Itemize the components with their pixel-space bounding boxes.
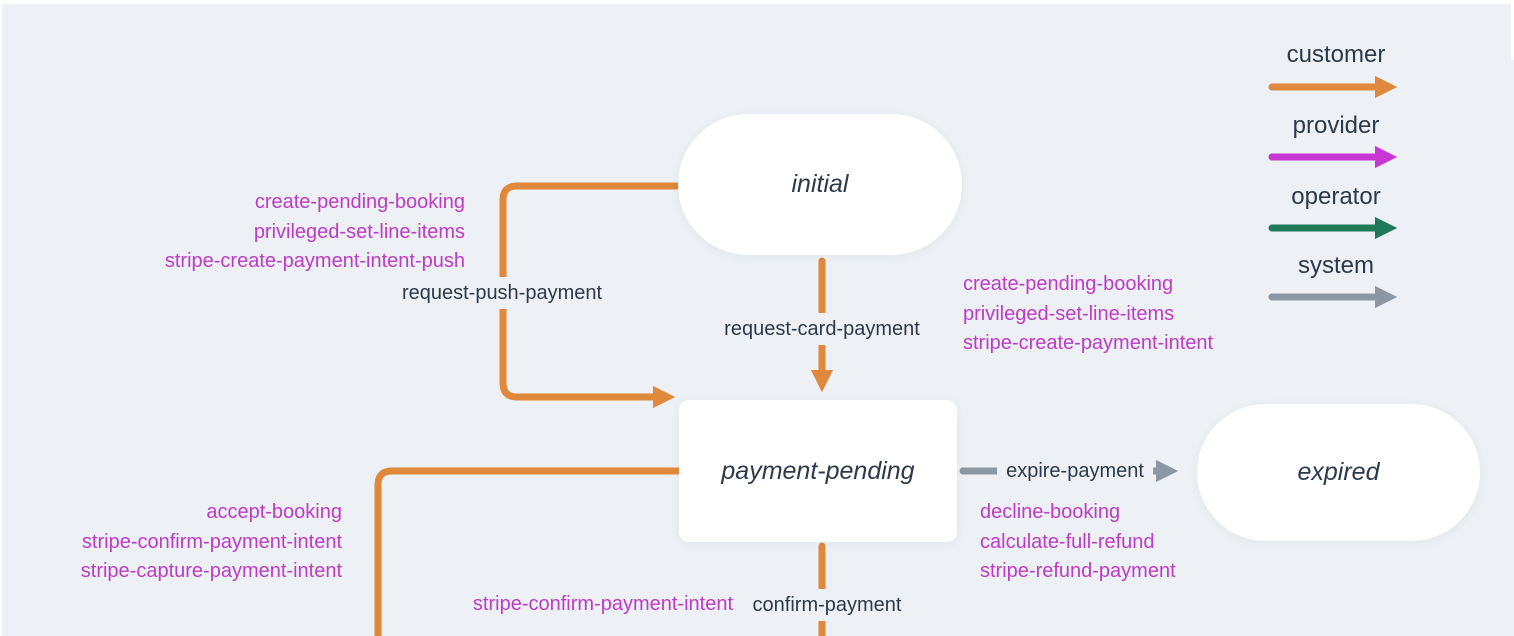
- state-label-payment-pending: payment-pending: [721, 456, 915, 485]
- state-node-initial: initial: [678, 114, 962, 255]
- arrow-accept-booking: [374, 467, 683, 636]
- state-label-expired: expired: [1297, 458, 1380, 486]
- transition-label-expire-payment: expire-payment: [997, 455, 1153, 487]
- action-list-expire-payment: decline-booking calculate-full-refund st…: [980, 498, 1176, 587]
- action-label: stripe-refund-payment: [980, 560, 1176, 582]
- legend-label-customer: customer: [1286, 41, 1386, 68]
- transition-label-request-card-payment: request-card-payment: [715, 313, 929, 345]
- action-label: decline-booking: [980, 501, 1121, 523]
- action-label: create-pending-booking: [963, 273, 1174, 295]
- action-label: stripe-create-payment-intent-push: [164, 250, 465, 272]
- action-label: accept-booking: [206, 501, 342, 523]
- action-list-accept-booking: accept-booking stripe-confirm-payment-in…: [81, 498, 342, 587]
- transition-label-request-push-payment: request-push-payment: [392, 277, 612, 309]
- action-label: privileged-set-line-items: [963, 302, 1175, 325]
- action-label: privileged-set-line-items: [253, 220, 465, 243]
- legend-label-system: system: [1297, 252, 1374, 279]
- page-edge-top: [0, 0, 1514, 4]
- legend-label-provider: provider: [1292, 112, 1380, 139]
- action-label: create-pending-booking: [254, 191, 465, 213]
- legend-label-operator: operator: [1291, 183, 1381, 210]
- action-label: stripe-confirm-payment-intent: [81, 530, 342, 553]
- page-edge-right: [1511, 0, 1514, 60]
- action-label: stripe-capture-payment-intent: [80, 560, 342, 582]
- page-edge-left: [0, 0, 2, 636]
- transition-label-confirm-payment: confirm-payment: [743, 589, 911, 621]
- state-node-expired: expired: [1197, 404, 1480, 541]
- state-label-initial: initial: [791, 170, 849, 198]
- action-list-confirm-payment: stripe-confirm-payment-intent: [472, 593, 733, 615]
- state-node-payment-pending: payment-pending: [679, 400, 957, 542]
- action-label: calculate-full-refund: [980, 530, 1155, 553]
- action-list-request-card-payment: create-pending-booking privileged-set-li…: [963, 270, 1213, 359]
- action-list-request-push-payment: create-pending-booking privileged-set-li…: [165, 188, 465, 277]
- action-label: stripe-create-payment-intent: [963, 332, 1214, 354]
